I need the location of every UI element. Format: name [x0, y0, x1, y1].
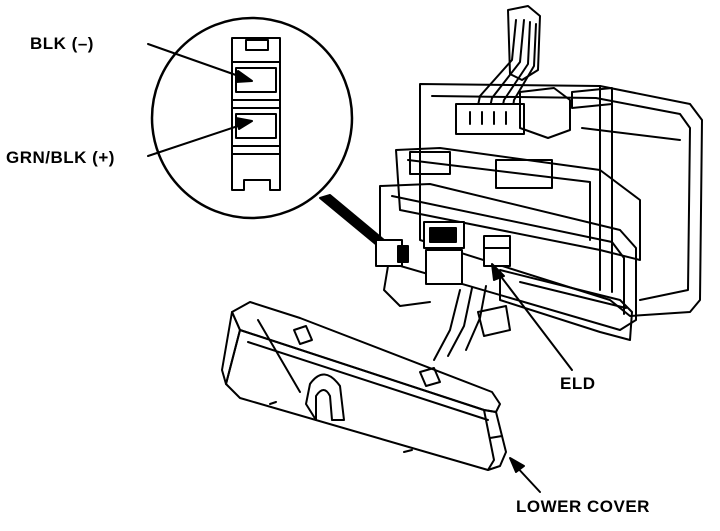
cover-arch-cutout	[306, 374, 344, 420]
top-relay	[520, 88, 570, 138]
lower-cover-left-end	[222, 312, 240, 384]
front-frame-inner	[392, 196, 624, 314]
harness-bundle-left	[434, 290, 460, 360]
eld-plug	[484, 236, 510, 266]
cover-mark-2	[404, 450, 412, 452]
grn-blk-arrowhead	[236, 118, 252, 129]
lower-cover-arrowhead	[510, 458, 524, 472]
inset-pointer	[320, 195, 384, 246]
label-eld: ELD	[560, 374, 596, 393]
cover-notch-2	[420, 368, 440, 386]
cover-mark-1	[270, 402, 276, 404]
lower-rail	[500, 270, 632, 340]
rear-housing	[420, 84, 702, 316]
harness-bundle-right	[466, 286, 486, 350]
middle-tier-face	[408, 160, 590, 240]
middle-block-left	[410, 152, 450, 174]
middle-block-right	[496, 160, 552, 188]
connector-latch	[246, 40, 268, 50]
lower-cover	[222, 302, 540, 492]
lower-cover-crease	[258, 320, 300, 392]
fuse-box-unit	[376, 6, 702, 370]
harness-wire-mid	[448, 288, 472, 356]
top-connector-block	[456, 104, 524, 134]
rear-panel-line	[582, 128, 680, 140]
middle-tier	[396, 148, 640, 260]
label-blk-negative: BLK (–)	[30, 34, 94, 53]
inset-pointer-wedge	[320, 195, 384, 246]
connector-magnified-inset	[148, 18, 352, 218]
eld-body	[426, 250, 462, 284]
cover-notch-1	[294, 326, 312, 344]
grn-blk-leader-line	[148, 122, 250, 156]
lower-cover-edge	[248, 342, 488, 420]
eld-leader-line	[496, 270, 572, 370]
cover-right-end	[484, 410, 494, 470]
lower-cover-front	[226, 330, 506, 470]
eld-socket-window	[430, 228, 456, 242]
magnifier-circle	[152, 18, 352, 218]
label-lower-cover: LOWER COVER	[516, 497, 650, 516]
connector-face	[232, 38, 280, 190]
blk-arrowhead	[236, 71, 252, 82]
small-connector-wire	[384, 266, 430, 306]
small-connector-tab	[398, 246, 408, 262]
lower-cover-top	[232, 302, 500, 412]
front-frame	[380, 184, 636, 330]
rear-housing-inner	[432, 96, 690, 300]
eld-arrowhead	[492, 264, 504, 280]
harness-clip	[478, 306, 510, 336]
label-grn-blk-positive: GRN/BLK (+)	[6, 148, 115, 167]
cover-right-tick	[490, 436, 502, 438]
top-relay-tab	[572, 88, 612, 108]
lower-rail-line	[520, 282, 626, 308]
blk-leader-line	[148, 44, 250, 80]
